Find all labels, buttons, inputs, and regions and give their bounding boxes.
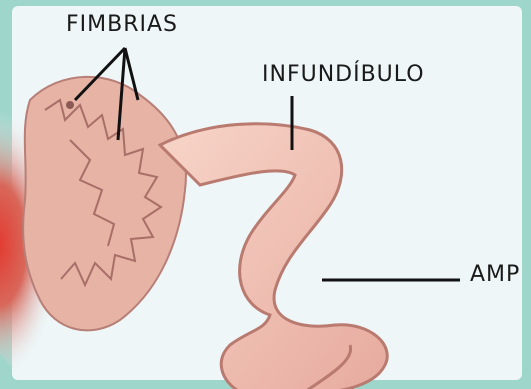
fimbrias-label: FIMBRIAS xyxy=(66,14,178,36)
infundibulo-label: INFUNDÍBULO xyxy=(262,64,425,86)
ampola-label: AMP xyxy=(470,264,520,286)
fimbriae-dot xyxy=(66,101,74,109)
